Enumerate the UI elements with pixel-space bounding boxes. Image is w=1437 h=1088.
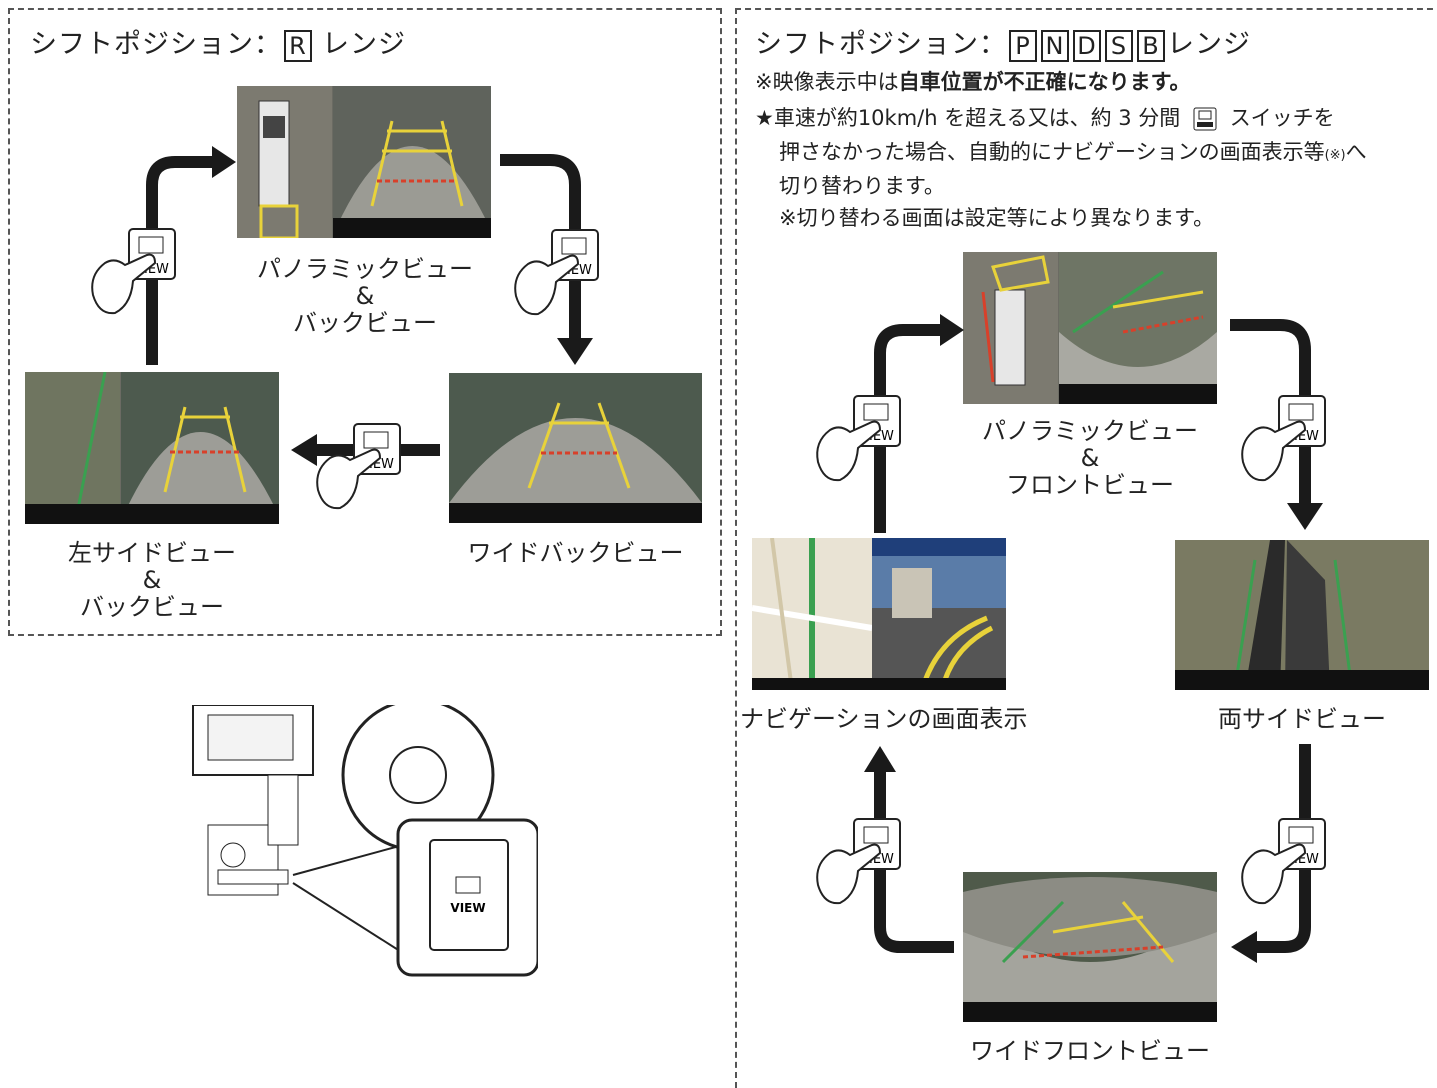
view-switch-label: VIEW <box>450 901 485 915</box>
note-auto-switch-line2: 押さなかった場合、自動的にナビゲーションの画面表示等(※)へ <box>779 136 1367 166</box>
label-line: 左サイドビュー <box>68 539 236 567</box>
note-text: スイッチを <box>1229 106 1335 130</box>
label-line: & <box>142 566 162 594</box>
label-line: ワイドフロントビュー <box>970 1037 1210 1065</box>
arrow-both-side-to-wide-front <box>1231 744 1311 963</box>
view-button-press-icon: VIEW <box>514 229 599 316</box>
shift-letter-n: N <box>1041 29 1069 62</box>
note-position-inaccurate: ※映像表示中は自車位置が不正確になります。 <box>755 66 1191 96</box>
label-line: バックビュー <box>293 309 437 337</box>
shift-letter-p: P <box>1009 29 1037 62</box>
view-button-press-icon: VIEW <box>316 423 401 510</box>
panorama-back-view-screen <box>237 86 491 238</box>
arrow-left-up <box>146 146 236 365</box>
view-switch-icon <box>1193 107 1217 131</box>
arrow-panorama-to-both-side <box>1230 319 1323 530</box>
label-line: & <box>1080 444 1100 472</box>
shift-letter-b: B <box>1137 29 1165 62</box>
view-button-press-icon: VIEW <box>816 818 901 905</box>
view-button-press-icon: VIEW <box>816 395 901 482</box>
dashboard-illustration: VIEW <box>192 705 538 977</box>
both-side-label: 両サイドビュー <box>1175 706 1429 733</box>
note-auto-switch-line1: ★車速が約10km/h を超える又は、約 3 分間 スイッチを <box>755 102 1335 132</box>
left-side-back-label: 左サイドビュー & バックビュー <box>25 540 279 621</box>
wide-back-label: ワイドバックビュー <box>449 540 702 567</box>
navigation-label: ナビゲーションの画面表示 <box>740 705 1028 733</box>
shift-letter-r: R <box>284 29 312 62</box>
r-range-panel <box>8 8 722 636</box>
note-text: へ <box>1345 140 1367 164</box>
label-line: & <box>355 282 375 310</box>
arrow-right-down <box>500 154 593 365</box>
note-text: ★車速が約10km/h を超える又は、約 3 分間 <box>755 106 1181 130</box>
panorama-back-label: パノラミックビュー & バックビュー <box>230 256 500 337</box>
label-line: フロントビュー <box>1006 471 1174 499</box>
title-prefix: シフトポジション： <box>30 29 282 60</box>
wide-front-label: ワイドフロントビュー <box>963 1038 1217 1065</box>
wide-front-view-screen <box>963 872 1217 1022</box>
arrow-nav-to-panorama <box>874 314 964 533</box>
note-auto-switch-line3: 切り替わります。 <box>779 170 945 200</box>
shift-letter-s: S <box>1105 29 1133 62</box>
note-text: ※映像表示中は <box>755 70 899 94</box>
note-text: 切り替わります。 <box>779 174 945 198</box>
label-line: 両サイドビュー <box>1218 705 1386 733</box>
view-button-press-icon: VIEW <box>1241 395 1326 482</box>
title-prefix: シフトポジション： <box>755 29 1007 60</box>
label-line: バックビュー <box>80 593 224 621</box>
r-range-title: シフトポジション：R レンジ <box>30 22 406 62</box>
label-line: ワイドバックビュー <box>467 539 684 567</box>
note-text: ※切り替わる画面は設定等により異なります。 <box>779 206 1215 230</box>
view-button-press-icon: VIEW <box>91 228 176 315</box>
view-button-press-icon: VIEW <box>1241 818 1326 905</box>
note-screen-differs: ※切り替わる画面は設定等により異なります。 <box>779 202 1214 232</box>
label-line: ナビゲーションの画面表示 <box>740 705 1028 733</box>
note-bold-text: 自車位置が不正確になります。 <box>898 70 1191 94</box>
title-suffix: レンジ <box>1167 29 1251 60</box>
panorama-front-label: パノラミックビュー & フロントビュー <box>960 418 1220 499</box>
shift-letter-d: D <box>1073 29 1101 62</box>
wide-back-view-screen <box>449 373 702 523</box>
title-suffix: レンジ <box>322 29 406 60</box>
panorama-front-view-screen <box>963 252 1217 404</box>
label-line: パノラミックビュー <box>982 417 1198 445</box>
navigation-screen <box>752 538 1006 690</box>
label-line: パノラミックビュー <box>257 255 473 283</box>
note-text: 押さなかった場合、自動的にナビゲーションの画面表示等 <box>779 140 1325 164</box>
pndsb-range-panel <box>735 8 1437 1088</box>
note-mark: (※) <box>1324 148 1346 163</box>
left-side-back-view-screen <box>25 372 279 524</box>
both-side-view-screen <box>1175 540 1429 690</box>
arrow-wide-front-to-nav <box>864 746 954 953</box>
